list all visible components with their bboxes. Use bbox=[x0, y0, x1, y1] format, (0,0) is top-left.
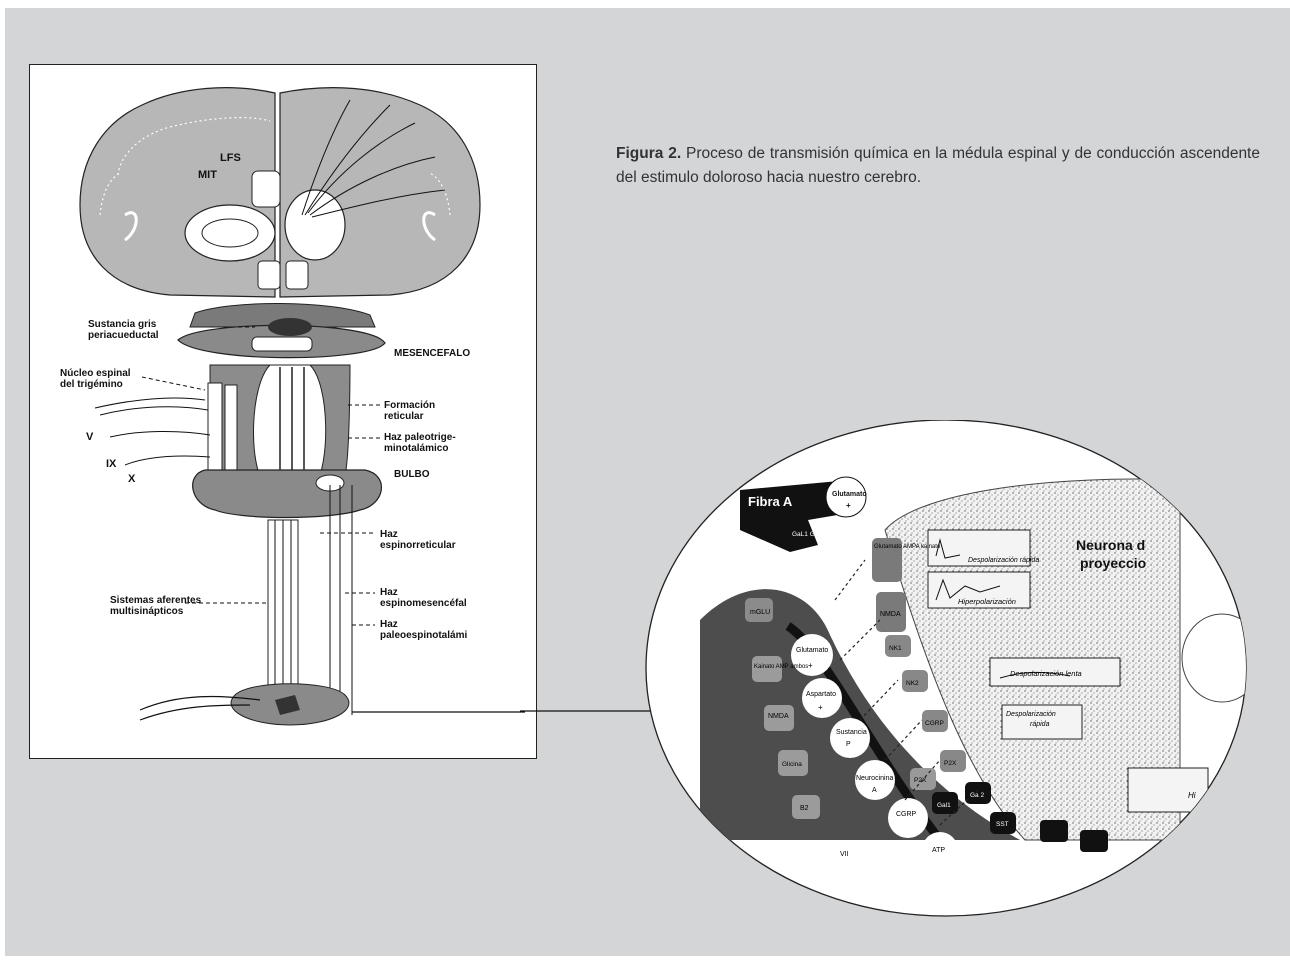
label-rapida-2: rápida bbox=[1030, 721, 1050, 728]
label-p2x: P2X bbox=[914, 777, 927, 784]
label-despol-rapida-2: Despolarización bbox=[1006, 711, 1056, 718]
label-neurona-2: proyeccio bbox=[1080, 555, 1146, 571]
label-mesencefalo: MESENCEFALO bbox=[394, 348, 470, 359]
label-minotalamico: minotalámico bbox=[384, 443, 448, 454]
label-mglu: mGLU bbox=[750, 609, 770, 616]
figure-caption: Figura 2. Proceso de transmisión química… bbox=[616, 142, 1260, 190]
label-mit: MIT bbox=[198, 169, 217, 181]
label-sustancia-p: Sustancia bbox=[836, 729, 867, 736]
label-ga2: Ga 2 bbox=[970, 792, 984, 799]
pathway-diagram: LFS MIT Sustancia gris periacueductal ME… bbox=[29, 64, 537, 759]
label-aspartato: Aspartato bbox=[806, 691, 836, 698]
label-nmda: NMDA bbox=[880, 611, 901, 618]
label-bulbo: BULBO bbox=[394, 469, 430, 480]
label-glutamato-top: Glutamato bbox=[832, 491, 867, 498]
label-receptor-ampa: Glutamato AMPA kainato bbox=[874, 544, 941, 550]
label-fibra-a: Fibra A bbox=[748, 494, 793, 509]
label-nmda-2: NMDA bbox=[768, 713, 789, 720]
label-despol-lenta: Despolarización lenta bbox=[1010, 669, 1082, 678]
label-nk1: NK1 bbox=[889, 645, 902, 652]
zoom-circle: Fibra A Glutamato + GaL1 GABAB &? Neuron… bbox=[640, 420, 1260, 920]
label-haz-paleotrige: Haz paleotrige- bbox=[384, 432, 456, 443]
label-espinomesencefal: espinomesencéfal bbox=[380, 598, 467, 609]
label-sst: SST bbox=[996, 821, 1009, 828]
label-neurocinina-a: A bbox=[872, 787, 877, 794]
label-nucleo-espinal: Núcleo espinal bbox=[60, 368, 131, 379]
label-periacueductal: periacueductal bbox=[88, 330, 159, 341]
label-glutamato-2: Glutamato bbox=[796, 647, 828, 654]
label-trigemino: del trigémino bbox=[60, 379, 123, 390]
label-haz-2: Haz bbox=[380, 587, 398, 598]
label-b2: B2 bbox=[800, 805, 809, 812]
label-plus-2: + bbox=[808, 661, 813, 670]
pathway-svg: LFS MIT Sustancia gris periacueductal ME… bbox=[30, 65, 536, 758]
label-ix: IX bbox=[106, 458, 117, 470]
label-glicina: Glicina bbox=[782, 761, 802, 768]
label-kainato-amp: Kainato AMP ambos bbox=[754, 664, 808, 670]
label-formacion: Formación bbox=[384, 400, 435, 411]
label-neurona-1: Neurona d bbox=[1076, 537, 1145, 553]
label-plus-3: + bbox=[818, 703, 823, 712]
label-espinorreticular: espinorreticular bbox=[380, 540, 456, 551]
label-cgrp-receptor: CGRP bbox=[925, 720, 944, 727]
label-multisinapticos: multisinápticos bbox=[110, 606, 184, 617]
medulla-bulb bbox=[193, 470, 382, 518]
label-atp: ATP bbox=[932, 847, 945, 854]
label-cgrp: CGRP bbox=[896, 811, 917, 818]
label-sistemas-aferentes: Sistemas aferentes bbox=[110, 595, 202, 606]
label-v: V bbox=[86, 431, 94, 443]
label-gal1: Gal1 bbox=[937, 802, 951, 809]
label-x: X bbox=[128, 473, 136, 485]
label-vii: VII bbox=[840, 851, 849, 858]
brainstem bbox=[208, 365, 350, 485]
label-p2x-receptor: P2X bbox=[944, 760, 957, 767]
label-gal1-gaba: GaL1 GABAB &? bbox=[792, 531, 842, 538]
caption-label: Figura 2. bbox=[616, 145, 681, 162]
label-sustancia-p-letter: P bbox=[846, 741, 851, 748]
label-neurocinina: Neurocinina bbox=[856, 775, 893, 782]
label-reticular: reticular bbox=[384, 411, 424, 422]
label-haz-3: Haz bbox=[380, 619, 398, 630]
label-haz-1: Haz bbox=[380, 529, 398, 540]
label-sustancia-gris: Sustancia gris bbox=[88, 319, 157, 330]
label-despol-rapida: Despolarización rápida bbox=[968, 557, 1039, 564]
brain-cortex bbox=[80, 88, 480, 297]
label-nk2: NK2 bbox=[906, 680, 919, 687]
caption-text: Proceso de transmisión química en la méd… bbox=[616, 145, 1260, 186]
label-hi: Hi bbox=[1188, 791, 1196, 800]
mesencephalon bbox=[178, 303, 385, 357]
label-hiperpol: Hiperpolarización bbox=[958, 597, 1016, 606]
label-lfs: LFS bbox=[220, 152, 241, 164]
label-plus-top: + bbox=[846, 501, 851, 510]
label-paleoespinotalami: paleoespinotalámi bbox=[380, 630, 467, 641]
